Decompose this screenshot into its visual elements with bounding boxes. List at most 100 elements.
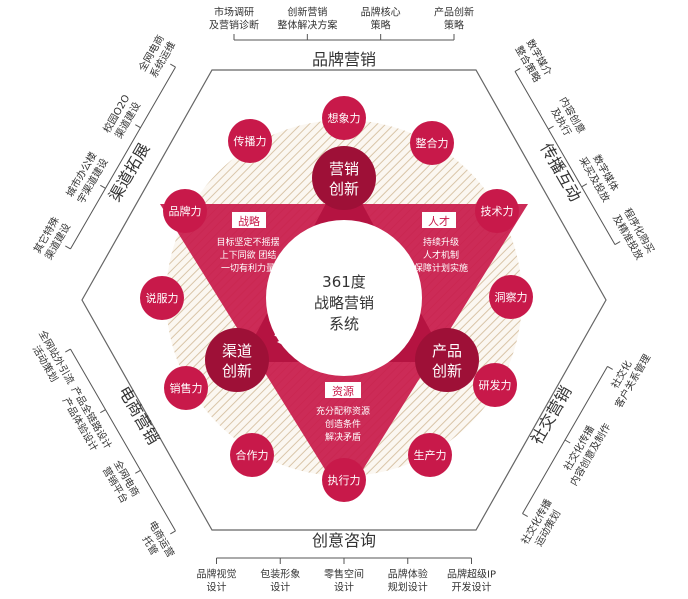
svg-text:营销: 营销 (329, 160, 359, 178)
svg-text:上下同欲 团结: 上下同欲 团结 (220, 249, 277, 261)
hex-title-lower-right: 社交营销 (527, 383, 575, 448)
leaf-tick (514, 67, 521, 72)
svg-text:品牌超级IP: 品牌超级IP (447, 568, 496, 581)
svg-text:产品创新: 产品创新 (434, 6, 474, 19)
hex-title-upper-right: 传播互动 (537, 140, 585, 205)
leaf-bracket-line (514, 71, 616, 245)
svg-text:整体解决方案: 整体解决方案 (277, 19, 337, 32)
svg-text:开发设计: 开发设计 (452, 581, 492, 594)
arrow-label-bottom: 设定突破路径 (308, 348, 380, 363)
svg-text:资源: 资源 (332, 384, 354, 398)
hex-title-upper-left: 渠道拓展 (105, 140, 153, 205)
force-bubble: 合作力 (230, 433, 274, 477)
hex-title-top: 品牌营销 (312, 50, 376, 69)
force-bubble: 技术力 (475, 189, 519, 233)
svg-text:设计: 设计 (207, 581, 227, 594)
svg-text:渠道: 渠道 (222, 342, 252, 360)
svg-text:规划设计: 规划设计 (388, 581, 428, 594)
force-bubble: 研发力 (473, 363, 517, 407)
center-line-1: 361度 (322, 273, 366, 291)
leaf-tick (135, 469, 141, 474)
svg-text:一切有利力量: 一切有利力量 (221, 262, 275, 274)
force-bubble: 执行力 (322, 458, 366, 502)
center-line-2: 战略营销 (314, 294, 374, 312)
leaf-tick (100, 184, 106, 189)
box-talent: 人才 持续升级 人才机制 保障计划实施 (414, 212, 468, 274)
svg-text:战略: 战略 (238, 214, 260, 228)
svg-text:创新: 创新 (222, 362, 252, 380)
svg-text:创新营销: 创新营销 (287, 6, 327, 19)
force-label: 品牌力 (169, 204, 202, 218)
svg-text:市场调研: 市场调研 (214, 6, 254, 19)
force-label: 整合力 (416, 136, 449, 150)
force-label: 说服力 (146, 291, 179, 305)
leaf-tick (170, 530, 176, 535)
hex-title-bottom: 创意咨询 (312, 531, 376, 550)
svg-text:创新: 创新 (432, 362, 462, 380)
leaf-tick (607, 365, 613, 370)
force-label: 研发力 (479, 378, 512, 392)
leaf-tick (170, 63, 176, 68)
svg-text:包装形象: 包装形象 (260, 568, 300, 581)
corner-left: 渠道 创新 (205, 328, 269, 392)
force-bubble: 生产力 (408, 433, 452, 477)
leaf-tick (100, 409, 106, 414)
svg-text:零售空间: 零售空间 (324, 568, 364, 581)
corner-right: 产品 创新 (415, 328, 479, 392)
leaf-bracket-line (70, 348, 176, 532)
leaf-tick (65, 348, 71, 353)
leaf-tick (581, 183, 588, 188)
svg-text:设计: 设计 (270, 581, 290, 594)
leaf-tick (135, 124, 141, 129)
svg-text:设计: 设计 (334, 581, 354, 594)
svg-text:产品: 产品 (432, 342, 462, 360)
force-bubble: 想象力 (322, 96, 366, 140)
force-label: 生产力 (414, 448, 447, 462)
svg-text:及营销诊断: 及营销诊断 (209, 19, 259, 32)
svg-text:保障计划实施: 保障计划实施 (414, 262, 468, 274)
leaf-tick (522, 513, 528, 518)
force-bubble: 品牌力 (163, 189, 207, 233)
force-bubble: 整合力 (410, 121, 454, 165)
leaf-tick (548, 125, 554, 130)
leaf-bracket-line (70, 66, 176, 250)
svg-text:充分配称资源: 充分配称资源 (316, 405, 370, 417)
svg-text:目标坚定不摇摆: 目标坚定不摇摆 (216, 236, 279, 248)
force-label: 洞察力 (495, 290, 528, 304)
center-line-3: 系统 (329, 315, 359, 333)
svg-text:品牌核心: 品牌核心 (361, 6, 401, 19)
svg-text:持续升级: 持续升级 (423, 236, 459, 248)
box-resource: 资源 充分配称资源 创造条件 解决矛盾 (316, 382, 370, 443)
force-bubble: 传播力 (228, 119, 272, 163)
svg-text:策略: 策略 (371, 19, 391, 32)
leaf-tick (65, 245, 71, 250)
force-bubble: 说服力 (140, 276, 184, 320)
arrow-right (359, 239, 412, 333)
corner-top: 营销 创新 (312, 146, 376, 210)
force-label: 技术力 (481, 205, 514, 218)
box-strategy: 战略 目标坚定不摇摆 上下同欲 团结 一切有利力量 (216, 212, 280, 274)
force-label: 销售力 (170, 381, 203, 395)
force-label: 传播力 (234, 134, 267, 148)
svg-text:品牌视觉: 品牌视觉 (197, 568, 237, 581)
leaf-tick (564, 439, 571, 444)
svg-text:解决矛盾: 解决矛盾 (325, 431, 361, 443)
svg-text:创新: 创新 (329, 180, 359, 198)
center-circle (266, 220, 422, 376)
svg-text:人才机制: 人才机制 (423, 249, 459, 261)
